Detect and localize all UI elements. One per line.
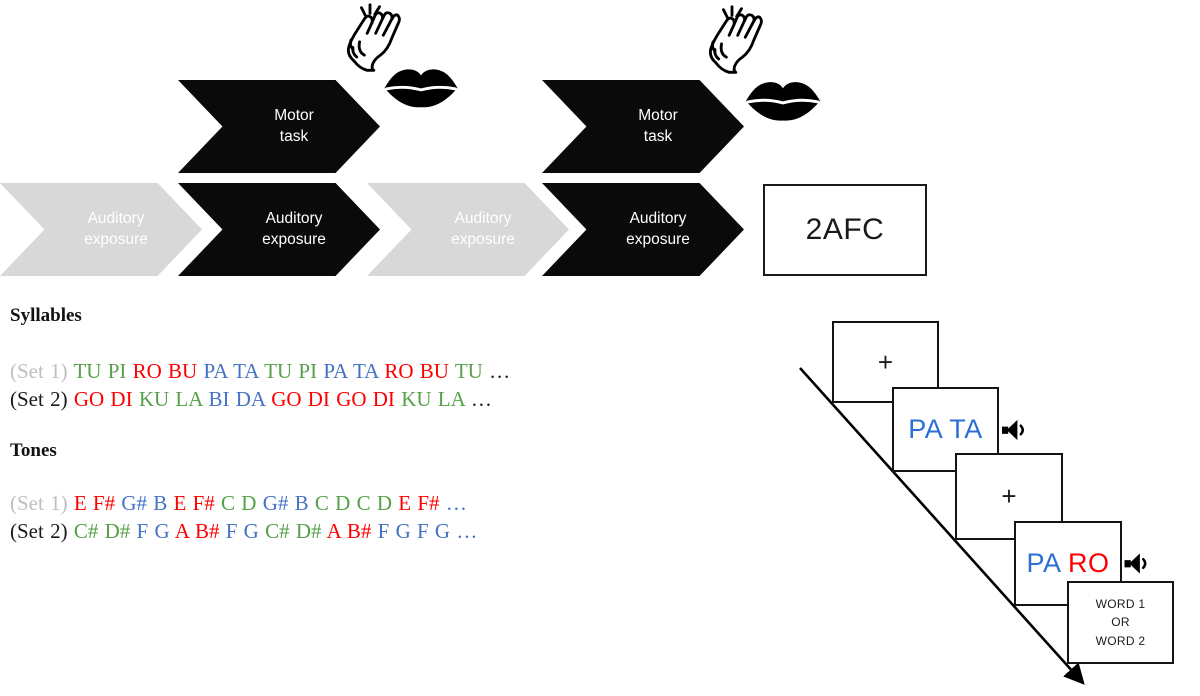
speaker-icon bbox=[1124, 553, 1147, 574]
syllables-heading: Syllables bbox=[10, 305, 82, 326]
choice-line-word1: WORD 1 bbox=[1095, 596, 1146, 611]
auditory-exposure-chevron-4: Auditory exposure bbox=[542, 183, 744, 276]
motor-task-label-line2: task bbox=[279, 127, 309, 145]
syllables-set1-sequence: (Set 1) TU PI RO BU PA TA TU PI PA TA RO… bbox=[10, 359, 511, 383]
clapping-hands-icon bbox=[346, 3, 401, 72]
choice-line-word2: WORD 2 bbox=[1095, 633, 1146, 648]
lips-icon bbox=[745, 82, 821, 121]
auditory-label-line1: Auditory bbox=[454, 210, 512, 228]
lips-icon bbox=[384, 69, 458, 108]
auditory-label-line2: exposure bbox=[84, 230, 148, 248]
syllables-set2-sequence: (Set 2) GO DI KU LA BI DA GO DI GO DI KU… bbox=[10, 387, 492, 411]
stimulus-word: PA RO bbox=[1026, 548, 1110, 578]
motor-task-chevron-1: Motor task bbox=[178, 80, 380, 173]
auditory-label-line1: Auditory bbox=[265, 210, 323, 228]
speaker-icon bbox=[1001, 419, 1024, 441]
trial-screen-choice: WORD 1 OR WORD 2 bbox=[1067, 581, 1174, 664]
tones-set2-sequence: (Set 2) C# D# F G A B# F G C# D# A B# F … bbox=[10, 519, 478, 543]
2afc-box: 2AFC bbox=[763, 184, 927, 276]
trial-timeline-arrow bbox=[799, 367, 1085, 685]
motor-task-label-line2: task bbox=[643, 127, 673, 145]
stimulus-word: PA TA bbox=[908, 414, 983, 444]
auditory-label-line1: Auditory bbox=[629, 210, 687, 228]
choice-text: WORD 1 OR WORD 2 bbox=[1096, 595, 1146, 651]
trial-screen-fixation-1: + bbox=[832, 321, 939, 403]
choice-line-or: OR bbox=[1111, 615, 1130, 630]
fixation-cross: + bbox=[877, 346, 894, 377]
tones-heading: Tones bbox=[10, 440, 57, 461]
motor-task-chevron-2: Motor task bbox=[542, 80, 744, 173]
fixation-cross: + bbox=[1001, 481, 1017, 511]
auditory-exposure-chevron-3: Auditory exposure bbox=[367, 183, 569, 276]
tones-set1-sequence: (Set 1) E F# G# B E F# C D G# B C D C D … bbox=[10, 491, 467, 515]
auditory-exposure-chevron-2: Auditory exposure bbox=[178, 183, 380, 276]
2afc-label: 2AFC bbox=[805, 213, 885, 246]
auditory-label-line2: exposure bbox=[451, 230, 515, 248]
motor-task-label-line1: Motor bbox=[638, 107, 678, 125]
auditory-exposure-chevron-1: Auditory exposure bbox=[0, 183, 202, 276]
auditory-label-line1: Auditory bbox=[87, 210, 145, 228]
auditory-label-line2: exposure bbox=[626, 230, 690, 248]
auditory-label-line2: exposure bbox=[262, 230, 326, 248]
clapping-hands-icon bbox=[708, 5, 763, 74]
motor-task-label-line1: Motor bbox=[274, 107, 314, 125]
